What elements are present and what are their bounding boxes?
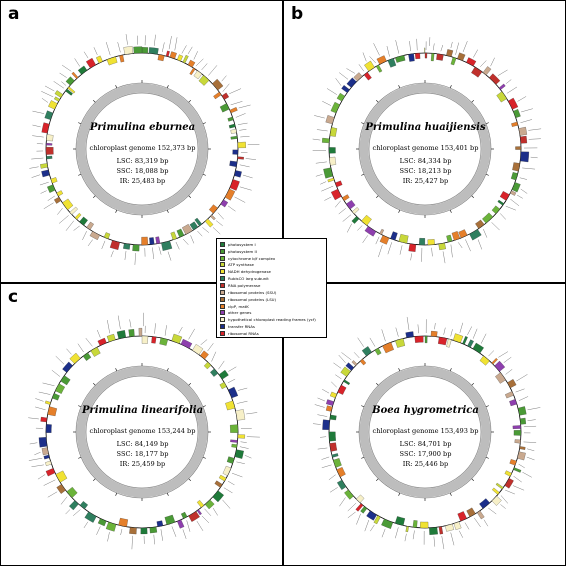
genome-map-b xyxy=(312,37,542,264)
species-name-d: Boea hygrometrica xyxy=(372,405,479,416)
legend-item: ribosomal proteins (LSU) xyxy=(220,296,323,303)
legend-item: hypothetical chloroplast reading frames … xyxy=(220,316,323,323)
legend-swatch xyxy=(220,248,225,254)
genome-size-c: chloroplast genome 153,244 bp xyxy=(89,427,196,435)
legend-label: RubisCO larg subunit xyxy=(228,276,269,282)
panel-d: d Boea hygrometrica chloroplast genome 1… xyxy=(283,283,566,566)
legend-item: cytochrome b/f complex xyxy=(220,255,323,262)
ir-length-d: IR: 25,446 bp xyxy=(402,460,449,468)
legend-item: RNA polymerase xyxy=(220,282,323,289)
legend-label: transfer RNAs xyxy=(228,324,255,330)
genome-ring xyxy=(29,34,260,265)
panel-letter-a: a xyxy=(8,4,20,24)
legend-swatch xyxy=(220,269,225,275)
legend-item: transfer RNAs xyxy=(220,323,323,330)
legend-label: ribosomal proteins (SSU) xyxy=(228,289,277,295)
legend-swatch xyxy=(220,276,225,282)
genome-ring xyxy=(28,312,260,550)
legend-item: clpP, matK xyxy=(220,303,323,310)
lsc-length-d: LSC: 84,701 bp xyxy=(399,440,452,448)
legend-item: ATP synthase xyxy=(220,262,323,269)
ssc-length-b: SSC: 18,213 bp xyxy=(399,167,452,175)
genome-map-d xyxy=(312,316,541,550)
species-name-b: Primulina huaijiensis xyxy=(365,122,486,133)
genome-size-d: chloroplast genome 153,493 bp xyxy=(372,427,479,435)
legend-item: ribosomal RNAs xyxy=(220,330,323,337)
legend-swatch xyxy=(220,262,225,268)
ir-length-a: IR: 25,483 bp xyxy=(119,177,166,185)
species-name-a: Primulina eburnea xyxy=(89,122,196,133)
legend-item: ribosomal proteins (SSU) xyxy=(220,289,323,296)
species-name-c: Primulina linearifolia xyxy=(81,405,204,416)
genome-size-b: chloroplast genome 153,401 bp xyxy=(372,144,479,152)
legend-label: ribosomal RNAs xyxy=(228,330,259,336)
legend-item: photosystem I xyxy=(220,241,323,248)
legend-label: ribosomal proteins (LSU) xyxy=(228,296,277,302)
panel-letter-b: b xyxy=(291,4,304,24)
legend-item: RubisCO larg subunit xyxy=(220,275,323,282)
legend-swatch xyxy=(220,303,225,309)
legend-swatch xyxy=(220,317,225,323)
panel-letter-c: c xyxy=(8,287,19,307)
genome-size-a: chloroplast genome 152,373 bp xyxy=(89,144,196,152)
legend-swatch xyxy=(220,330,225,336)
lsc-length-b: LSC: 84,334 bp xyxy=(399,157,452,165)
genome-map-a xyxy=(29,34,260,265)
legend-swatch xyxy=(220,255,225,261)
ssc-length-d: SSC: 17,900 bp xyxy=(399,450,452,458)
legend-swatch xyxy=(220,310,225,316)
legend-swatch xyxy=(220,282,225,288)
legend-swatch xyxy=(220,296,225,302)
legend-label: other genes xyxy=(228,310,252,316)
ir-length-c: IR: 25,459 bp xyxy=(119,460,166,468)
legend-item: other genes xyxy=(220,309,323,316)
legend-label: hypothetical chloroplast reading frames … xyxy=(228,317,316,323)
legend-label: NADH dehydrogenase xyxy=(228,269,271,275)
lsc-length-a: LSC: 83,319 bp xyxy=(116,157,169,165)
legend-swatch xyxy=(220,241,225,247)
legend-label: cytochrome b/f complex xyxy=(228,255,276,261)
legend-swatch xyxy=(220,289,225,295)
ssc-length-c: SSC: 18,177 bp xyxy=(116,450,169,458)
panel-b: b Primulina huaijiensis chloroplast geno… xyxy=(283,0,566,283)
legend-item: photosystem II xyxy=(220,248,323,255)
ssc-length-a: SSC: 18,088 bp xyxy=(116,167,169,175)
legend-swatch xyxy=(220,324,225,330)
ir-length-b: IR: 25,427 bp xyxy=(402,177,449,185)
genome-ring xyxy=(312,316,541,550)
genome-map-c xyxy=(28,312,260,550)
legend-label: RNA polymerase xyxy=(228,282,261,288)
panel-a: a Primulina eburnea chloroplast genome 1… xyxy=(0,0,283,283)
legend-item: NADH dehydrogenase xyxy=(220,268,323,275)
legend-label: photosystem II xyxy=(228,248,257,254)
legend-label: photosystem I xyxy=(228,241,256,247)
legend-label: clpP, matK xyxy=(228,303,249,309)
genome-ring xyxy=(312,37,542,264)
lsc-length-c: LSC: 84,149 bp xyxy=(116,440,169,448)
legend-label: ATP synthase xyxy=(228,262,254,268)
